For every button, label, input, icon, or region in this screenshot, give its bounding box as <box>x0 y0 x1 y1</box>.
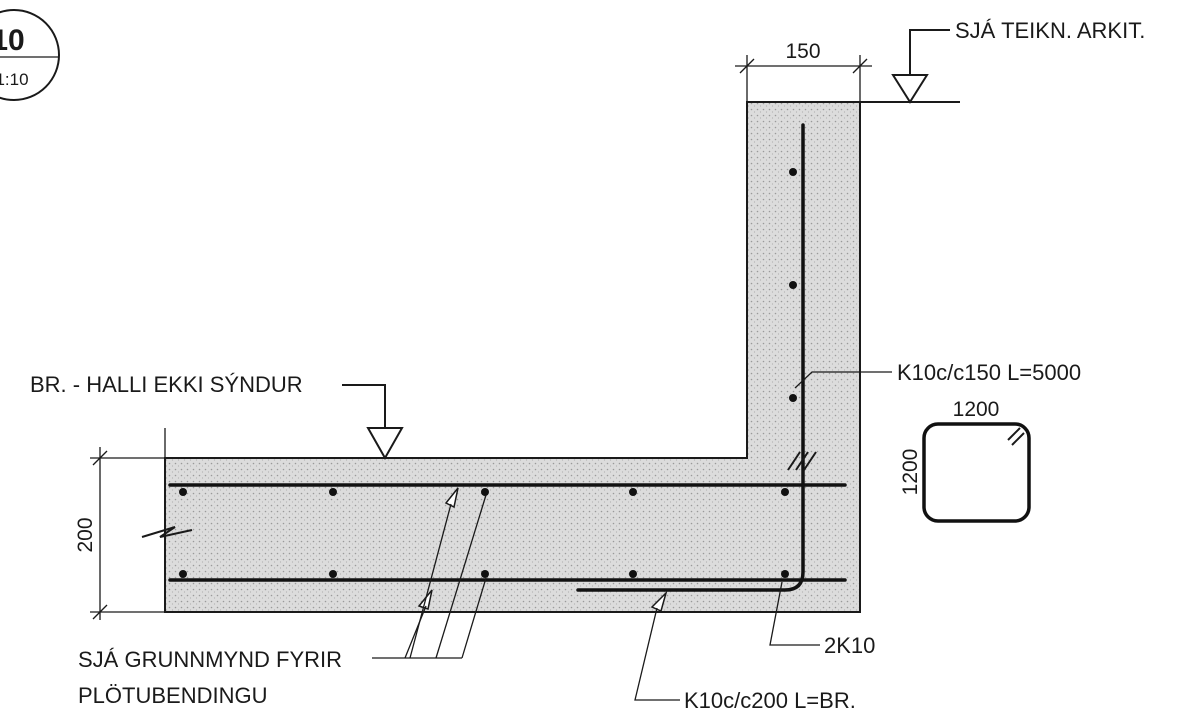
slab-thickness-dimension: 200 <box>74 447 165 620</box>
plan-note-line2: PLÖTUBENDINGU <box>78 683 267 708</box>
rebar-dot <box>789 168 797 176</box>
stirrup-shape <box>922 422 1031 523</box>
stirrup-hook-mark <box>1011 432 1025 446</box>
corner-bars-callout: 2K10 <box>769 581 875 658</box>
stirrup-height-value: 1200 <box>899 449 922 496</box>
concrete-section <box>164 101 861 613</box>
level-triangle-icon <box>891 74 929 104</box>
top-reference-label: SJÁ TEIKN. ARKIT. <box>955 18 1145 43</box>
plan-note-leader <box>435 494 487 659</box>
vertical-rebar-label: K10c/c150 L=5000 <box>897 360 1081 385</box>
rebar-dot <box>179 570 187 578</box>
stirrup-detail: 1200 1200 <box>899 398 1031 523</box>
stirrup-hook-mark <box>1007 427 1021 441</box>
lap-mark <box>787 451 801 471</box>
detail-marker-circle <box>0 9 60 101</box>
plan-note-line1: SJÁ GRUNNMYND FYRIR <box>78 647 342 672</box>
bottom-rebar-leader <box>634 607 680 701</box>
detail-number: 10 <box>0 24 25 57</box>
corner-bars-leader <box>769 581 820 646</box>
wall-width-tick-left <box>739 58 755 74</box>
rebar-dot <box>329 570 337 578</box>
wall-vertical-rebar <box>576 123 805 592</box>
bottom-rebar-label: K10c/c200 L=BR. <box>684 688 856 713</box>
rebar-dot <box>629 570 637 578</box>
lap-mark <box>795 451 809 471</box>
break-symbol-icon <box>141 526 193 538</box>
wall-width-value: 150 <box>785 40 820 63</box>
slab-thickness-value: 200 <box>74 517 97 552</box>
vertical-rebar-callout: K10c/c150 L=5000 <box>794 360 1081 389</box>
stirrup-width-value: 1200 <box>953 398 1000 421</box>
rebar-dot <box>481 570 489 578</box>
wall-width-tick-right <box>852 58 868 74</box>
rebar-dot <box>629 488 637 496</box>
rebar-dot <box>789 394 797 402</box>
vertical-rebar-leader <box>794 371 892 389</box>
plan-note-leader <box>409 503 452 659</box>
slab-thickness-tick-top <box>92 450 108 466</box>
slab-note-label: BR. - HALLI EKKI SÝNDUR <box>30 372 303 397</box>
rebar-dot <box>789 281 797 289</box>
slab-note: BR. - HALLI EKKI SÝNDUR <box>30 372 404 461</box>
rebar-dot <box>329 488 337 496</box>
slab-level-triangle-icon <box>366 427 404 461</box>
wall-width-dimension: 150 <box>735 40 872 102</box>
plan-note-leader <box>404 605 427 659</box>
slab-thickness-tick-bottom <box>92 604 108 620</box>
plan-note-arrow-icon <box>444 487 459 509</box>
top-level-marker: SJÁ TEIKN. ARKIT. <box>747 18 1145 104</box>
bottom-rebar-callout: K10c/c200 L=BR. <box>634 590 856 713</box>
detail-marker: 10 1:10 <box>0 9 60 101</box>
rebar-dot <box>481 488 489 496</box>
top-reference-leader <box>909 29 950 75</box>
lap-mark <box>803 451 817 471</box>
lap-marks <box>787 451 817 471</box>
detail-scale: 1:10 <box>0 70 29 89</box>
rebar-dot <box>781 570 789 578</box>
slab-note-leader <box>342 384 386 428</box>
corner-bars-label: 2K10 <box>824 633 875 658</box>
rebar-dot <box>179 488 187 496</box>
rebar-dots <box>179 168 797 578</box>
rebar-dot <box>781 488 789 496</box>
plan-note-leader <box>461 577 487 659</box>
plan-note-callout: SJÁ GRUNNMYND FYRIR PLÖTUBENDINGU <box>78 487 487 708</box>
